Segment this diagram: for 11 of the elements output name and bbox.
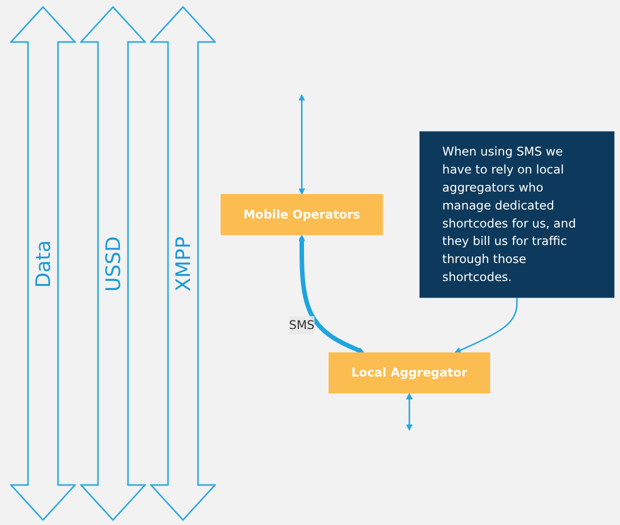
arrow [298,234,364,354]
arrow [406,393,413,431]
node-box: Mobile Operators [220,194,383,236]
node-box: Local Aggregator [328,352,490,394]
arrow-label: XMPP [171,236,195,292]
edge-label: SMS [289,318,315,332]
arrow-label: USSD [101,236,125,292]
arrow [298,94,306,195]
arrow-label: Data [31,240,55,288]
arrow [454,298,518,354]
node-box: When using SMS we have to rely on local aggregators who manage dedicated shortcodes for us, and they bill us for traffic through those shortcodes. [420,131,614,298]
